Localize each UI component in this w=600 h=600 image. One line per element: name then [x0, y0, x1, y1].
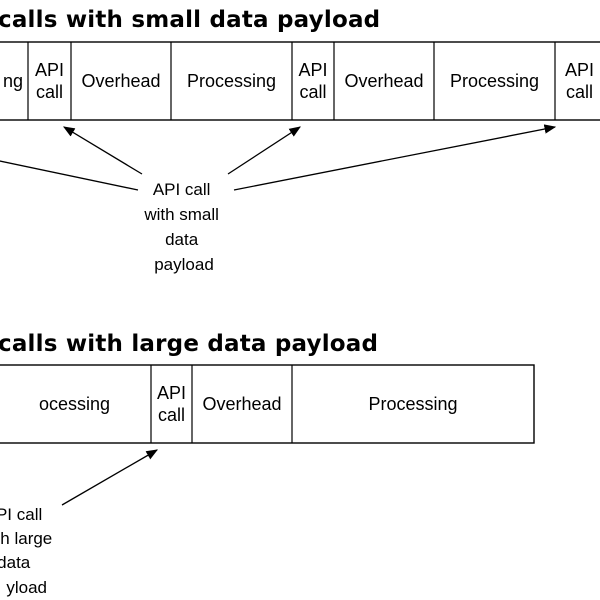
large-timeline-cell-label: Processing [368, 394, 457, 414]
large-payload-arrows [61, 449, 159, 506]
large-label-line-1: PI call [0, 505, 42, 524]
large-label-line-4: yload [6, 578, 47, 597]
small-arrow-2 [227, 126, 301, 175]
large-timeline-cell-label: ocessing [39, 394, 110, 414]
small-timeline-cell-label: Overhead [344, 71, 423, 91]
large-label-line-3: data [0, 553, 31, 572]
small-section-title: calls with small data payload [0, 7, 380, 33]
large-timeline-box [0, 364, 535, 444]
small-arrow-3 [233, 124, 557, 191]
small-payload-arrows [0, 124, 557, 191]
small-label-line-2: with small [143, 205, 219, 224]
small-payload-label: API call with small data payload [143, 180, 223, 274]
small-label-line-3: data [165, 230, 199, 249]
small-timeline-box [0, 41, 600, 121]
large-label-line-2: h large [0, 529, 52, 548]
small-timeline-cell-label: ng [3, 71, 23, 91]
large-timeline-cell-label: Overhead [202, 394, 281, 414]
small-timeline-cell-label: Overhead [81, 71, 160, 91]
small-arrow-4 [0, 160, 139, 191]
small-timeline-cell-label: Processing [450, 71, 539, 91]
large-arrow-1 [61, 449, 159, 506]
small-label-line-4: payload [154, 255, 214, 274]
large-section-title: calls with large data payload [0, 331, 378, 357]
large-payload-label: PI call h large data yload [0, 505, 57, 597]
small-arrow-1 [62, 126, 143, 175]
small-label-line-1: API call [153, 180, 211, 199]
small-timeline-cell-label: Processing [187, 71, 276, 91]
